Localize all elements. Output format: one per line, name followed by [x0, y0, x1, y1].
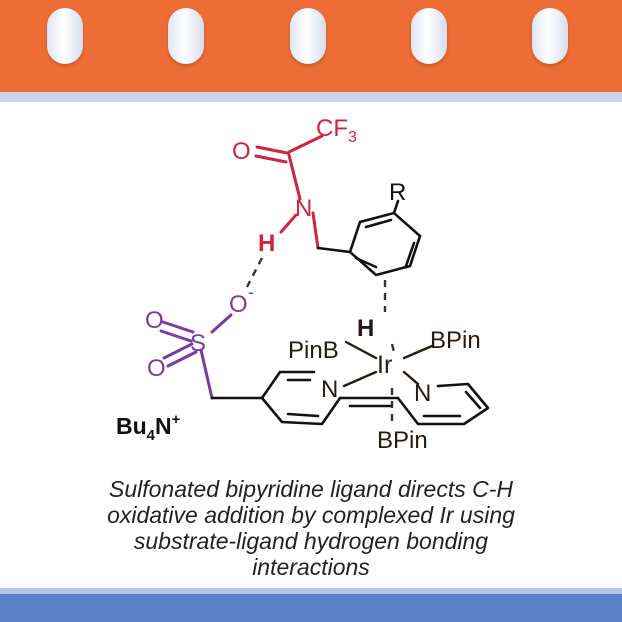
binder-ring-1	[47, 8, 83, 64]
binder-ring-5	[532, 8, 568, 64]
bond-ir-n-right	[402, 370, 420, 386]
bond-c-n	[287, 153, 302, 201]
sulfur-label: S	[190, 330, 206, 357]
bond-ir-bpin	[402, 344, 434, 360]
bond-n-h	[279, 213, 298, 234]
agostic-h-to-ir	[390, 343, 396, 353]
bond-s-o-top-1	[161, 320, 195, 334]
hydrogen-bonds	[245, 257, 396, 426]
bond-s-o-minus	[210, 313, 233, 334]
bond-ch2-ring	[316, 246, 352, 254]
figure-caption: Sulfonated bipyridine ligand directs C-H…	[30, 476, 592, 580]
cf3-label: CF3	[316, 115, 357, 146]
sulfonate-fragment	[159, 313, 233, 400]
arene-hexagon	[348, 211, 422, 277]
bpin-right-label: BPin	[430, 327, 481, 354]
pinb-left-label: PinB	[288, 337, 339, 364]
footer-band-highlight	[0, 588, 622, 596]
counterion-label: Bu4N+	[116, 411, 181, 444]
right-pyridine-double-2	[464, 390, 482, 410]
sulfonate-labels: O O S O -	[145, 282, 254, 382]
caption-line-2: oxidative addition by complexed Ir using	[107, 502, 515, 528]
left-pyridine-top	[260, 370, 316, 400]
binder-ring-2	[168, 8, 204, 64]
bond-co-1	[255, 145, 289, 155]
bond-s-o-top-2	[159, 329, 193, 343]
caption-line-1: Sulfonated bipyridine ligand directs C-H	[109, 476, 513, 502]
caption-line-3: substrate-ligand hydrogen bonding	[133, 528, 489, 554]
carbonyl-oxygen-label: O	[232, 138, 251, 165]
left-pyridine-double-2	[286, 412, 320, 418]
r-group-label: R	[389, 179, 406, 206]
amide-nitrogen-label: N	[295, 195, 312, 222]
bond-c-cf3	[287, 134, 324, 154]
header-band-shadow	[0, 92, 622, 102]
bpin-bottom-label: BPin	[377, 427, 428, 454]
binder-ring-4	[411, 8, 447, 64]
footer-band	[0, 594, 622, 622]
complex-bonds	[342, 340, 434, 388]
arene-double-2	[404, 241, 416, 268]
bond-s-o-bot-1	[162, 342, 194, 360]
arene-double-1	[364, 218, 393, 229]
arene-ring	[316, 199, 422, 277]
bond-s-o-bot-2	[166, 350, 198, 368]
hbond-nh-to-o	[245, 257, 264, 288]
negative-charge-label: -	[248, 282, 254, 302]
caption-line-4: interactions	[252, 554, 370, 580]
sulfonate-oxygen-top-label: O	[145, 307, 164, 334]
bond-n-ch2	[311, 211, 320, 250]
amide-fragment	[254, 134, 324, 250]
pyridine-nitrogen-left-label: N	[321, 376, 338, 403]
arene-double-3	[354, 256, 378, 269]
bond-co-2	[254, 154, 288, 164]
bond-ir-n-left	[342, 370, 378, 388]
aryl-hydrogen-label: H	[357, 315, 374, 342]
sulfonate-oxygen-minus-label: O	[229, 291, 248, 318]
bipyridine	[210, 370, 490, 426]
amide-labels: CF3 O N H	[232, 115, 357, 257]
iridium-label: Ir	[377, 351, 392, 379]
left-pyridine-bottom	[260, 396, 342, 426]
bond-ring-r	[392, 199, 400, 215]
bond-ir-pinb	[344, 340, 378, 360]
sulfonate-oxygen-bottom-label: O	[147, 355, 166, 382]
amide-hydrogen-label: H	[258, 230, 275, 257]
page-card	[0, 102, 622, 590]
bond-s-ch2	[199, 348, 214, 400]
right-pyridine	[396, 382, 490, 426]
pyridine-nitrogen-right-label: N	[414, 380, 431, 407]
complex-labels: H PinB BPin Ir N N BPin	[288, 315, 481, 454]
binder-ring-3	[290, 8, 326, 64]
